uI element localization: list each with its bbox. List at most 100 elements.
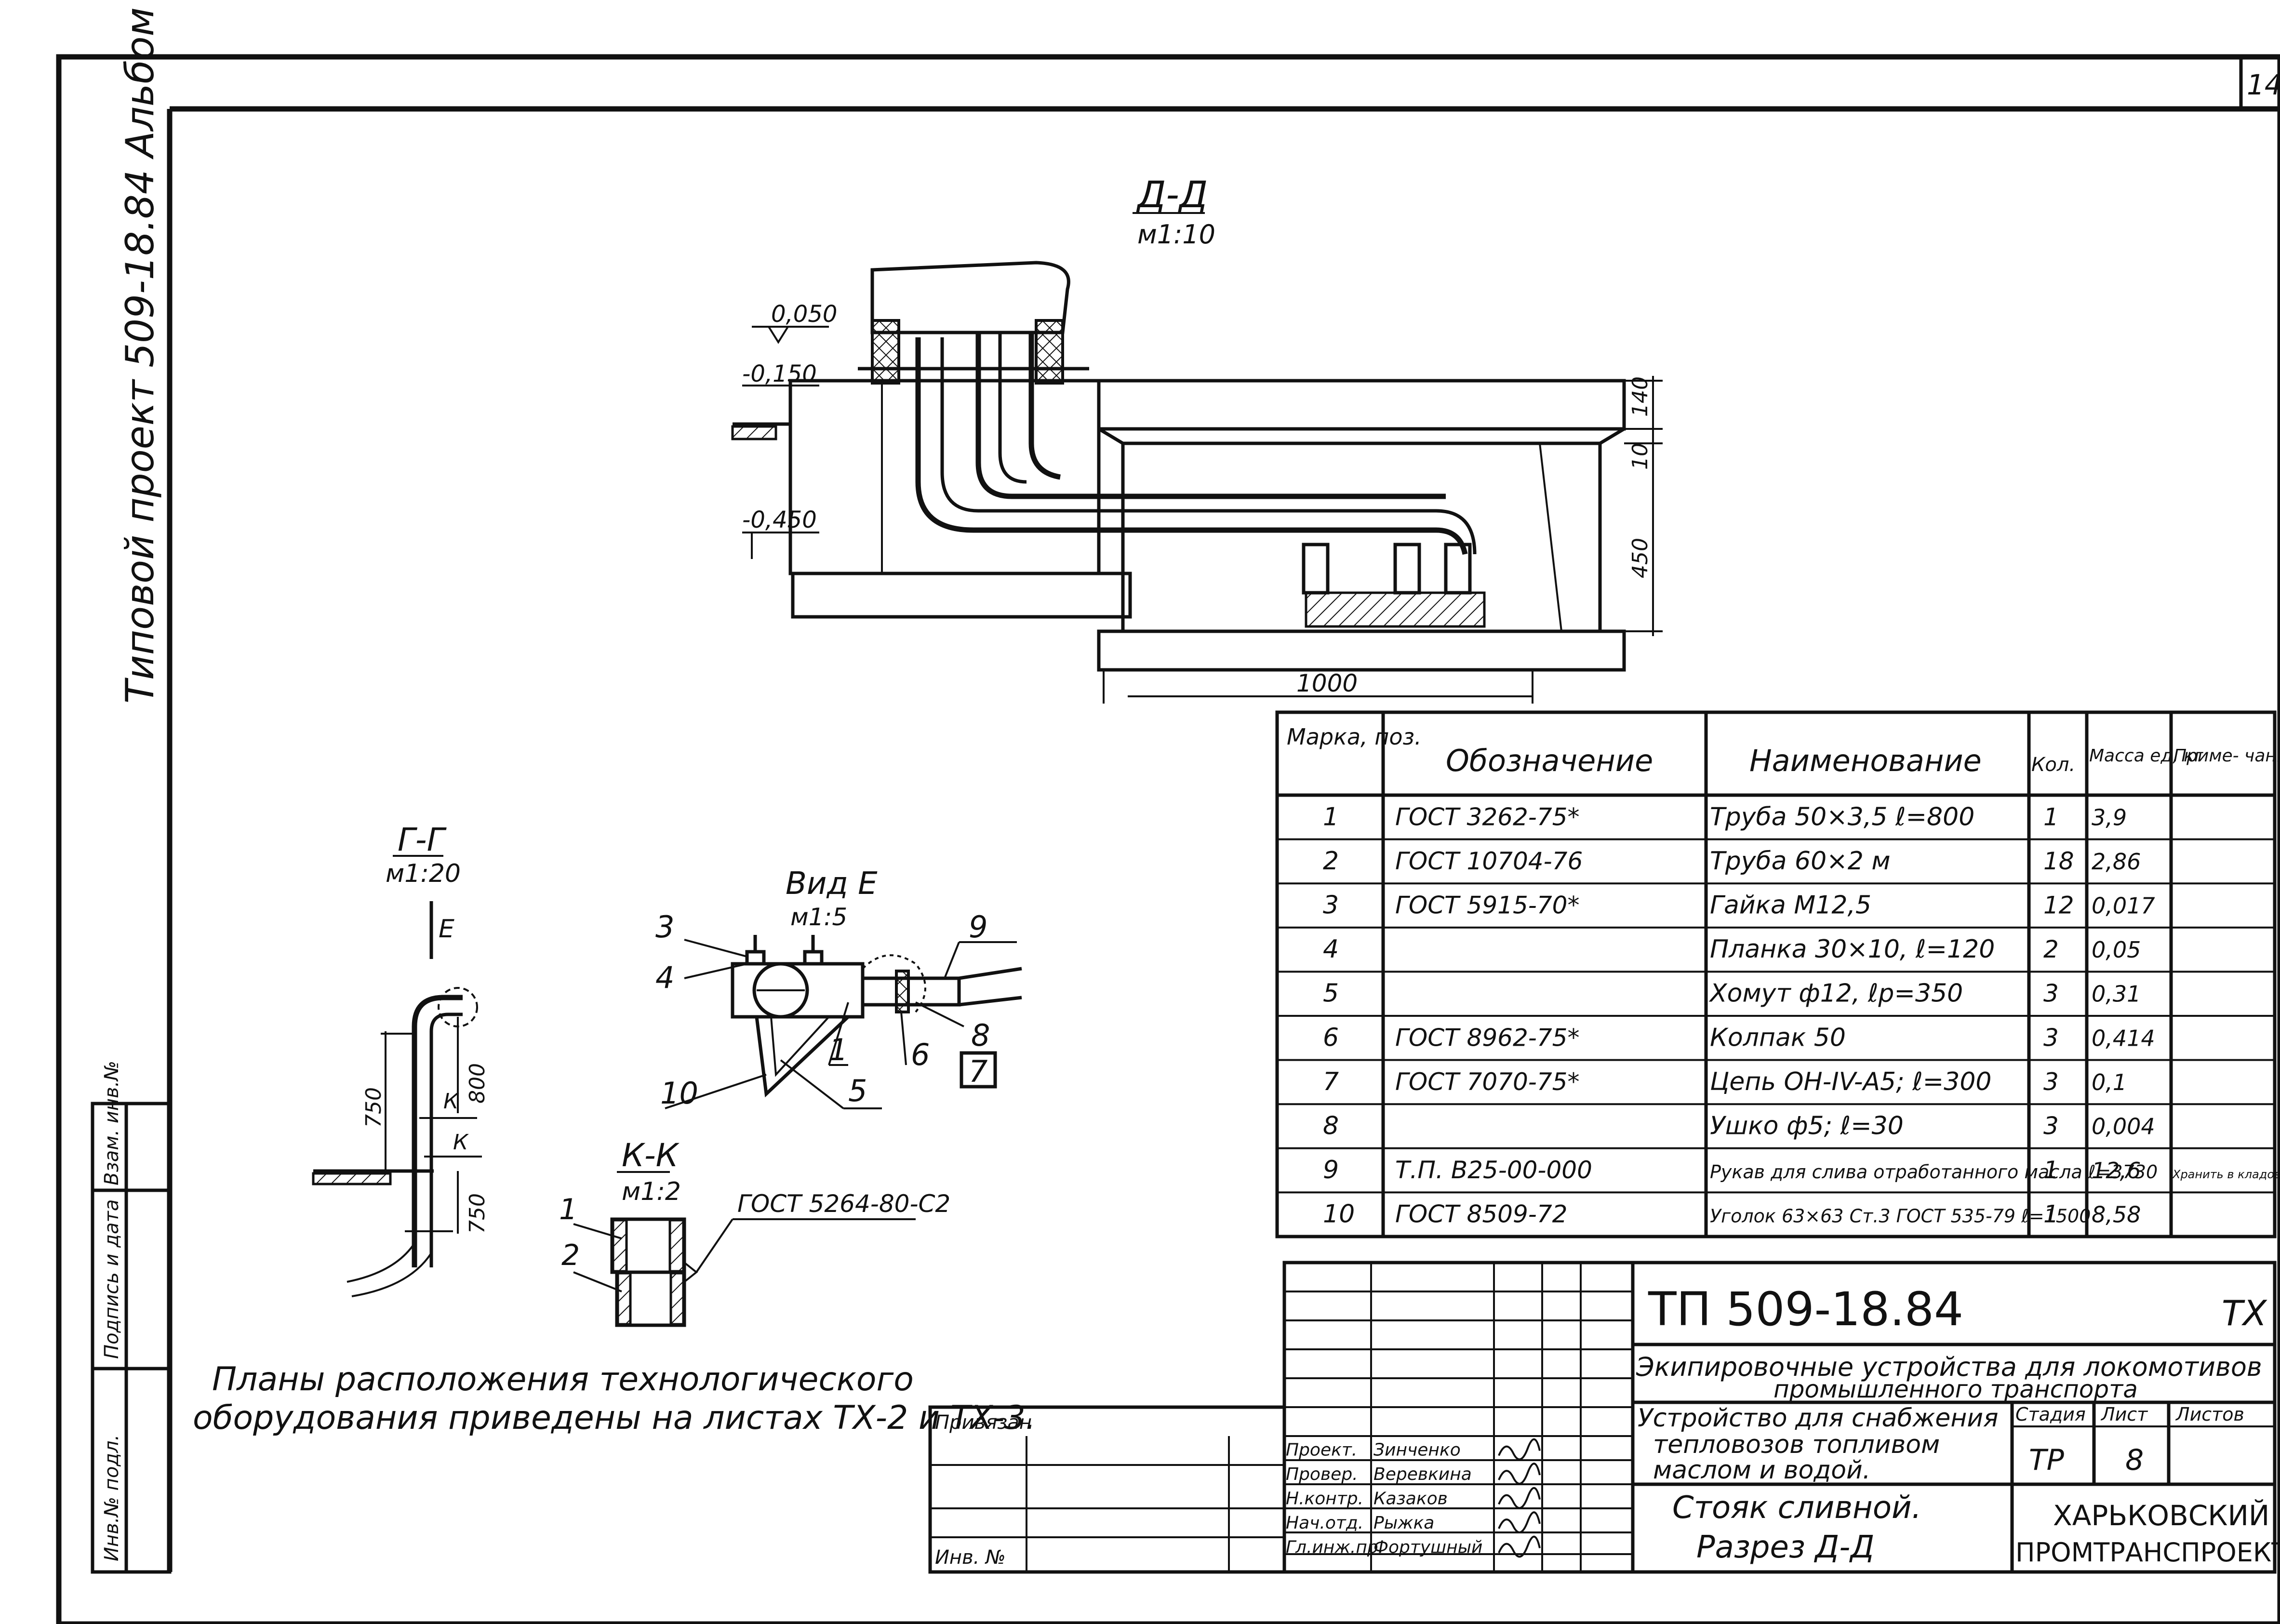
th-designation: Обозначение (1446, 743, 1653, 778)
callout-4: 4 (655, 960, 674, 995)
signature-mark (1498, 1511, 1541, 1533)
spec-cell-qty: 3 (2043, 980, 2059, 1008)
spec-cell-name: Хомут ф12, ℓр=350 (1708, 979, 1963, 1008)
drawing-title-line-2: Разрез Д-Д (1696, 1530, 1874, 1565)
inv-label: Инв. № (935, 1546, 1006, 1569)
spec-cell-designation: Т.П. В25-00-000 (1395, 1156, 1592, 1184)
section-dd-title: Д-Д (1136, 173, 1208, 216)
section-kk-title: К-К (622, 1137, 680, 1174)
section-gg-title: Г-Г (398, 821, 447, 858)
view-letter-e: Е (439, 915, 454, 944)
drawing-note: Планы расположения технологического обор… (193, 1360, 1036, 1437)
title-block: Привязан Инв. № ТП 509-18.84 ТХ Экипиров… (928, 1261, 2280, 1574)
gg-mark-k-1: К (443, 1089, 459, 1114)
spec-cell-pos: 7 (1323, 1067, 1339, 1096)
spec-cell-mass: 12,6 (2092, 1158, 2141, 1184)
signer-name: Зинченко (1373, 1440, 1461, 1460)
spec-cell-qty: 12 (2043, 891, 2074, 919)
th-qty: Кол. (2031, 754, 2075, 776)
spec-cell-name: Ушко ф5; ℓ=30 (1710, 1111, 1904, 1140)
spec-cell-name: Рукав для слива отработанного масла ℓ=37… (1710, 1161, 2158, 1183)
spec-cell-pos: 9 (1323, 1156, 1339, 1185)
signature-mark (1498, 1535, 1541, 1558)
spec-cell-pos: 10 (1323, 1200, 1355, 1229)
spec-cell-qty: 3 (2043, 1112, 2059, 1140)
spec-cell-designation: ГОСТ 8509-72 (1395, 1200, 1567, 1228)
callout-3: 3 (655, 909, 674, 945)
sheet-value: 8 (2125, 1443, 2144, 1477)
spec-cell-note: Хранить в кладовой (2172, 1168, 2280, 1181)
stamp-vzam-inv: Взам. инв.№ (101, 1061, 123, 1185)
dim-1000: 1000 (1296, 669, 1358, 697)
signer-role: Проект. (1286, 1440, 1357, 1460)
sheet-title-line-1: Устройство для снабжения (1638, 1404, 1999, 1433)
signer-role: Нач.отд. (1286, 1513, 1363, 1533)
level-0050: 0,050 (771, 301, 837, 328)
stage-value: ТР (2029, 1443, 2065, 1477)
spec-cell-name: Труба 50×3,5 ℓ=800 (1710, 802, 1974, 831)
th-name: Наименование (1749, 743, 1982, 778)
spec-cell-mass: 0,017 (2092, 892, 2155, 918)
spec-cell-name: Труба 60×2 м (1710, 847, 1891, 876)
callout-9: 9 (969, 909, 987, 945)
spec-cell-qty: 18 (2043, 847, 2074, 875)
project-code: ТП 509-18.84 (1648, 1282, 1963, 1336)
callout-5: 5 (848, 1073, 867, 1108)
callout-8: 8 (971, 1018, 990, 1053)
kk-weld-note: ГОСТ 5264-80-С2 (737, 1190, 950, 1218)
th-pos: Марка, поз. (1287, 724, 1422, 750)
stamp-signature-date: Подпись и дата (101, 1199, 123, 1359)
section-kk: К-К м1:2 1 2 ГОСТ 5264-80-С2 (559, 1137, 950, 1327)
doc-code: ТХ (2222, 1293, 2267, 1333)
section-dd-scale: м1:10 (1137, 219, 1215, 250)
spec-cell-mass: 2,86 (2092, 849, 2141, 875)
side-stamp-strip: Инв.№ подл. Подпись и дата Взам. инв.№ (91, 1061, 172, 1574)
spec-cell-mass: 0,004 (2092, 1113, 2155, 1139)
spec-cell-qty: 3 (2043, 1024, 2059, 1052)
kk-callout-2: 2 (561, 1238, 580, 1272)
gg-dim-750-b: 750 (465, 1193, 490, 1234)
section-dd: Д-Д м1:10 (731, 173, 1663, 704)
spec-cell-pos: 2 (1323, 847, 1339, 876)
stamp-inv-podl: Инв.№ подл. (101, 1435, 123, 1561)
spec-cell-name: Планка 30×10, ℓ=120 (1710, 935, 1995, 964)
spec-cell-name: Гайка М12,5 (1710, 891, 1871, 919)
spec-cell-designation: ГОСТ 7070-75* (1395, 1068, 1579, 1096)
org-line-1: ХАРЬКОВСКИЙ (2053, 1499, 2269, 1532)
spec-cell-mass: 0,1 (2092, 1069, 2127, 1095)
spec-cell-pos: 6 (1323, 1023, 1339, 1052)
spec-cell-pos: 1 (1323, 802, 1339, 831)
subject-line-1: Экипировочные устройства для локомотивов (1636, 1352, 2262, 1382)
signer-name: Казаков (1373, 1489, 1448, 1509)
spec-cell-mass: 8,58 (2092, 1202, 2141, 1228)
spec-cell-name: Цепь ОН-IV-А5; ℓ=300 (1710, 1067, 1992, 1096)
kk-callout-1: 1 (559, 1193, 577, 1226)
view-e: Вид Е м1:5 3 4 9 10 5 1 6 (655, 866, 1022, 1111)
spec-cell-qty: 3 (2043, 1068, 2059, 1096)
spec-cell-mass: 0,31 (2092, 981, 2141, 1007)
gg-dim-800: 800 (465, 1063, 490, 1104)
note-line-1: Планы расположения технологического (212, 1360, 914, 1398)
page-number: 14 (2247, 68, 2280, 101)
note-line-2: оборудования приведены на листах ТХ-2 и … (193, 1399, 1036, 1437)
dim-140: 140 (1628, 376, 1653, 417)
signer-role: Провер. (1286, 1464, 1358, 1484)
callout-10: 10 (660, 1076, 698, 1111)
spec-cell-name: Уголок 63×63 Ст.3 ГОСТ 535-79 ℓ=1500 (1710, 1206, 2091, 1227)
subject-line-2: промышленного транспорта (1773, 1375, 2138, 1403)
spec-cell-qty: 2 (2043, 935, 2059, 963)
spec-cell-mass: 0,05 (2092, 937, 2141, 963)
spec-cell-mass: 3,9 (2092, 804, 2127, 830)
spec-cell-pos: 5 (1323, 979, 1339, 1008)
level-minus-0450: -0,450 (742, 506, 817, 533)
gg-dim-750-a: 750 (361, 1087, 386, 1128)
sheet-title-line-2: тепловозов топливом (1653, 1430, 1940, 1459)
sheet-label: Лист (2100, 1404, 2148, 1425)
signature-mark (1498, 1438, 1541, 1461)
dd-horizontal-dim: 1000 (1128, 669, 1533, 697)
sheets-label: Листов (2175, 1404, 2244, 1425)
spec-cell-mass: 0,414 (2092, 1025, 2155, 1051)
spec-cell-designation: ГОСТ 5915-70* (1395, 891, 1579, 919)
